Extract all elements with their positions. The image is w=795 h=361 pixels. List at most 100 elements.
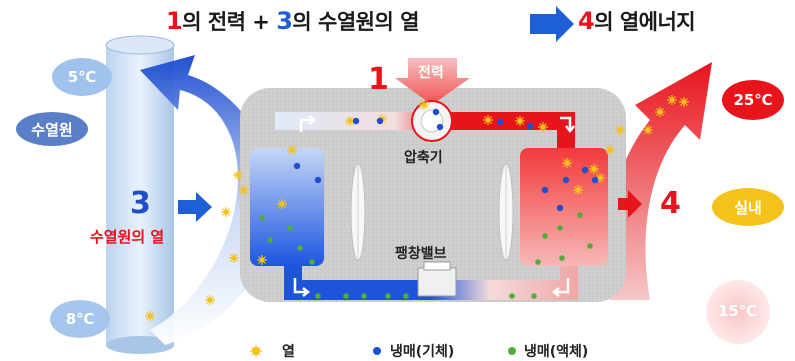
heat-spark bbox=[679, 97, 689, 107]
header-num-4: 4 bbox=[578, 7, 595, 35]
heat-spark bbox=[643, 125, 653, 135]
condenser bbox=[520, 148, 608, 266]
gas-dot bbox=[496, 118, 504, 126]
gas-dot bbox=[432, 108, 440, 116]
heat-spark bbox=[257, 255, 267, 265]
liquid-dot bbox=[315, 293, 321, 299]
indoor-heat-arrow bbox=[606, 62, 712, 300]
liquid-dot bbox=[542, 233, 548, 239]
gas-dot bbox=[541, 186, 549, 194]
temp-15-text: 15℃ bbox=[718, 302, 758, 320]
evaporator bbox=[250, 148, 324, 266]
temp-8-badge: 8℃ bbox=[50, 300, 110, 338]
heat-spark bbox=[562, 158, 572, 168]
heat-spark bbox=[277, 199, 287, 209]
indoor-text: 실내 bbox=[734, 198, 762, 217]
liquid-dot bbox=[531, 293, 537, 299]
header-equation: 1의 전력 + 3의 수열원의 열 bbox=[166, 6, 419, 36]
liquid-dot bbox=[297, 245, 303, 251]
legend-liquid-label: 냉매(액체) bbox=[524, 344, 589, 360]
temp-5-badge: 5℃ bbox=[52, 58, 112, 96]
glow-15 bbox=[706, 280, 770, 344]
compressor-label: 압축기 bbox=[404, 150, 443, 166]
liquid-dot bbox=[309, 259, 315, 265]
water-source-column bbox=[105, 35, 175, 354]
heat-spark bbox=[221, 207, 231, 217]
expansion-valve bbox=[417, 261, 457, 297]
heat-spark bbox=[615, 125, 625, 135]
temp-8-text: 8℃ bbox=[65, 310, 95, 328]
gas-dot bbox=[591, 176, 599, 184]
liquid-dot bbox=[509, 293, 515, 299]
step-3-label: 수열원의 열 bbox=[90, 228, 165, 246]
liquid-dot bbox=[287, 225, 293, 231]
liquid-dot bbox=[587, 243, 593, 249]
indoor-badge: 실내 bbox=[712, 188, 784, 226]
heat-spark bbox=[239, 185, 249, 195]
liquid-dot bbox=[343, 293, 349, 299]
gas-dot bbox=[526, 122, 534, 130]
step-3-number: 3 bbox=[130, 186, 151, 221]
liquid-dot bbox=[557, 225, 563, 231]
heat-spark bbox=[345, 116, 355, 126]
header-result: 4의 열에너지 bbox=[578, 6, 696, 36]
heat-spark bbox=[233, 170, 243, 180]
liquid-dot bbox=[577, 212, 583, 218]
heat-spark bbox=[515, 116, 525, 126]
gas-dot bbox=[562, 176, 570, 184]
header-arrow bbox=[530, 6, 574, 42]
temp-25-text: 25℃ bbox=[733, 91, 773, 109]
liquid-dot bbox=[535, 259, 541, 265]
temp-5-text: 5℃ bbox=[67, 68, 97, 86]
legend-heat-label: 열 bbox=[282, 344, 295, 360]
temp-25-badge: 25℃ bbox=[722, 80, 784, 120]
heat-spark bbox=[595, 173, 605, 183]
header-part-3: 의 열에너지 bbox=[594, 10, 696, 34]
liquid-dot bbox=[259, 215, 265, 221]
header-part-2: 의 수열원의 열 bbox=[292, 10, 419, 34]
compressor bbox=[411, 100, 453, 142]
gas-dot bbox=[376, 117, 384, 125]
header-num-3: 3 bbox=[276, 7, 293, 35]
heat-spark bbox=[205, 295, 215, 305]
liquid-dot bbox=[385, 293, 391, 299]
liquid-dot bbox=[403, 293, 409, 299]
legend-heat-mark bbox=[250, 345, 262, 357]
gas-dot bbox=[436, 123, 444, 131]
heat-spark bbox=[538, 122, 548, 132]
heat-spark bbox=[419, 100, 429, 110]
heat-spark bbox=[229, 253, 239, 263]
header-part-1: 의 전력 + bbox=[182, 10, 277, 34]
heat-spark bbox=[145, 311, 155, 321]
step-1-number: 1 bbox=[368, 62, 389, 97]
liquid-dot bbox=[361, 293, 367, 299]
heat-spark bbox=[483, 115, 493, 125]
heat-spark bbox=[655, 107, 665, 117]
arrow-3 bbox=[178, 192, 212, 222]
flow-arrows bbox=[293, 115, 575, 297]
left-fan bbox=[350, 163, 366, 261]
gas-dot bbox=[314, 176, 322, 184]
water-source-text: 수열원 bbox=[31, 120, 73, 139]
legend-gas-label: 냉매(기체) bbox=[390, 344, 455, 360]
gas-dot bbox=[581, 166, 589, 174]
heat-spark bbox=[605, 145, 615, 155]
arrow-4 bbox=[618, 190, 642, 218]
legend-liquid-mark bbox=[508, 347, 516, 355]
right-fan bbox=[498, 163, 514, 261]
heat-spark bbox=[573, 185, 583, 195]
heat-spark bbox=[287, 145, 297, 155]
heat-spark bbox=[667, 95, 677, 105]
liquid-dot bbox=[559, 255, 565, 261]
refrigerant-particles bbox=[145, 95, 689, 321]
legend-gas-mark bbox=[373, 347, 381, 355]
power-label: 전력 bbox=[418, 65, 444, 81]
expansion-valve-label: 팽창밸브 bbox=[395, 246, 447, 262]
step-4-number: 4 bbox=[660, 186, 681, 221]
liquid-dot bbox=[267, 237, 273, 243]
gas-dot bbox=[556, 204, 564, 212]
gas-dot bbox=[293, 162, 301, 170]
heat-spark bbox=[589, 164, 599, 174]
